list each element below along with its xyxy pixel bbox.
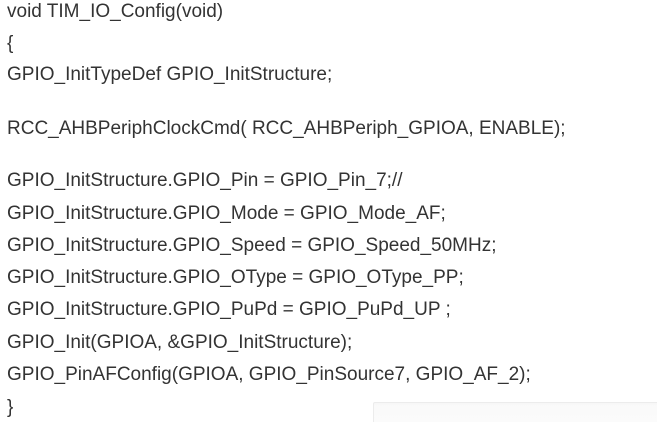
code-line-mode: GPIO_InitStructure.GPIO_Mode = GPIO_Mode… bbox=[7, 203, 446, 224]
code-line-pupd: GPIO_InitStructure.GPIO_PuPd = GPIO_PuPd… bbox=[7, 299, 451, 320]
code-line-close-brace: } bbox=[7, 397, 14, 418]
code-line-function-signature: void TIM_IO_Config(void) bbox=[7, 1, 224, 22]
code-line-open-brace: { bbox=[7, 33, 14, 54]
code-line-clock-enable: RCC_AHBPeriphClockCmd( RCC_AHBPeriph_GPI… bbox=[7, 118, 566, 139]
code-line-declaration: GPIO_InitTypeDef GPIO_InitStructure; bbox=[7, 64, 333, 85]
code-line-speed: GPIO_InitStructure.GPIO_Speed = GPIO_Spe… bbox=[7, 235, 497, 256]
code-line-af-config: GPIO_PinAFConfig(GPIOA, GPIO_PinSource7,… bbox=[7, 364, 531, 385]
code-line-otype: GPIO_InitStructure.GPIO_OType = GPIO_OTy… bbox=[7, 267, 464, 288]
bottom-right-panel-edge bbox=[373, 402, 657, 422]
code-line-gpio-init: GPIO_Init(GPIOA, &GPIO_InitStructure); bbox=[7, 332, 353, 353]
code-line-pin: GPIO_InitStructure.GPIO_Pin = GPIO_Pin_7… bbox=[7, 170, 403, 191]
